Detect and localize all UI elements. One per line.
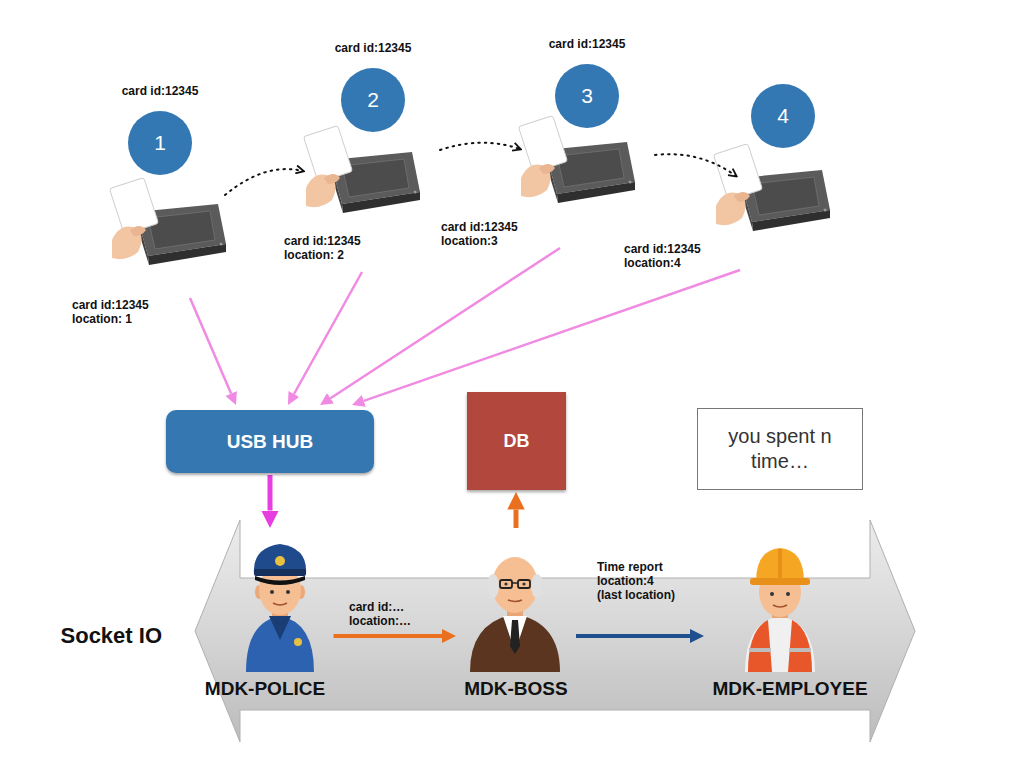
reader-label: card id:12345 location:3 (441, 220, 527, 248)
usb-hub-box: USB HUB (166, 410, 374, 473)
circle-fill (341, 68, 405, 132)
card-reader (713, 144, 830, 231)
dotted-arrow (655, 154, 736, 176)
step-number: 3 (581, 84, 593, 108)
connector (268, 475, 273, 511)
dotted-arrow (225, 169, 303, 195)
signal-arrow (190, 298, 231, 394)
card-reader (518, 116, 635, 203)
circle-fill (128, 111, 192, 175)
database-box: DB (467, 392, 566, 490)
role-node: MDK-POLICE (199, 530, 332, 702)
channel-label: Socket IO (61, 623, 162, 649)
hub-label: USB HUB (227, 431, 314, 453)
reader-label: card id:12345 location: 2 (284, 234, 370, 262)
role-name: MDK-EMPLOYEE (712, 678, 867, 700)
card-reader (303, 126, 420, 213)
band-fill (195, 520, 915, 742)
message-box: you spent n time… (697, 408, 863, 490)
connector (514, 510, 519, 529)
role-node: MDK-EMPLOYEE (706, 530, 874, 702)
message-text: you spent n time… (708, 424, 852, 474)
card-id-label: card id:12345 (335, 41, 412, 55)
card-reader (109, 178, 226, 265)
circle-fill (751, 84, 815, 148)
step-number: 2 (367, 88, 379, 112)
reader-label: card id:12345 location: 1 (72, 298, 158, 326)
step-circle: card id:123453 (554, 63, 620, 129)
role-node: MDK-BOSS (458, 530, 574, 702)
signal-arrow (331, 248, 561, 398)
circle-fill (555, 64, 619, 128)
socket-io-band: Socket IOMDK-POLICEMDK-BOSSMDK-EMPLOYEE (195, 520, 915, 742)
role-name: MDK-POLICE (205, 678, 325, 700)
db-label: DB (504, 431, 530, 452)
step-circle: card id:123452 (340, 67, 406, 133)
connector (334, 634, 443, 638)
step-circle: 4 (750, 83, 816, 149)
double-arrow-band (195, 520, 915, 742)
step-number: 1 (154, 131, 166, 155)
card-id-label: card id:12345 (549, 37, 626, 51)
dotted-arrow (440, 143, 520, 150)
reader-label: card id:12345 location:4 (624, 242, 710, 270)
signal-arrow (364, 270, 740, 401)
step-number: 4 (777, 104, 789, 128)
connector (576, 634, 690, 638)
role-name: MDK-BOSS (464, 678, 567, 700)
step-circle: card id:123451 (127, 110, 193, 176)
edge-label: card id:… location:… (349, 600, 419, 628)
edge-label: Time report location:4 (last location) (597, 560, 679, 602)
signal-arrow (294, 272, 362, 394)
card-id-label: card id:12345 (122, 84, 199, 98)
